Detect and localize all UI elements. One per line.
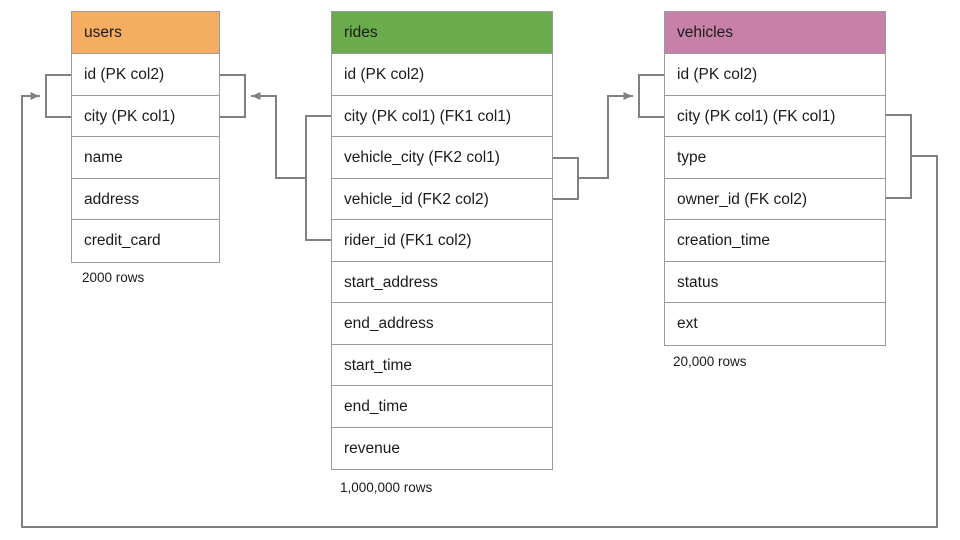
- table-vehicles-column-type[interactable]: type: [665, 137, 885, 179]
- edge-users-left-bracket: [45, 74, 72, 118]
- edge-rides-fk2-bracket: [552, 157, 579, 200]
- table-users-column-credit-card[interactable]: credit_card: [72, 220, 219, 262]
- table-users-column-id[interactable]: id (PK col2): [72, 54, 219, 96]
- edge-rides-to-vehicles: [577, 92, 633, 179]
- table-rides-column-end-time[interactable]: end_time: [332, 386, 552, 428]
- table-users-column-city[interactable]: city (PK col1): [72, 95, 219, 137]
- table-vehicles-column-id[interactable]: id (PK col2): [665, 54, 885, 96]
- table-users-title: users: [72, 12, 219, 54]
- edge-users-right-bracket: [219, 74, 246, 118]
- table-users-column-name[interactable]: name: [72, 137, 219, 179]
- table-vehicles-column-owner-id[interactable]: owner_id (FK col2): [665, 178, 885, 220]
- table-rides-row-count: 1,000,000 rows: [340, 480, 433, 495]
- table-vehicles-title: vehicles: [665, 12, 885, 54]
- table-rides-title: rides: [332, 12, 552, 54]
- table-users[interactable]: users id (PK col2) city (PK col1) name a…: [71, 11, 220, 263]
- table-users-row-count: 2000 rows: [82, 270, 145, 285]
- edge-rides-fk1-bracket: [305, 115, 332, 241]
- table-vehicles-column-creation-time[interactable]: creation_time: [665, 220, 885, 262]
- table-vehicles-row-count: 20,000 rows: [673, 354, 747, 369]
- table-rides-column-start-time[interactable]: start_time: [332, 344, 552, 386]
- edge-vehicles-right-bracket: [885, 114, 912, 199]
- table-vehicles-column-status[interactable]: status: [665, 261, 885, 303]
- table-rides[interactable]: rides id (PK col2) city (PK col1) (FK1 c…: [331, 11, 553, 470]
- edge-rides-to-users: [251, 92, 307, 179]
- table-rides-column-start-address[interactable]: start_address: [332, 261, 552, 303]
- table-rides-column-revenue[interactable]: revenue: [332, 427, 552, 469]
- edge-vehicles-left-bracket: [638, 74, 665, 118]
- table-rides-column-rider-id[interactable]: rider_id (FK1 col2): [332, 220, 552, 262]
- table-users-column-address[interactable]: address: [72, 178, 219, 220]
- table-vehicles-column-ext[interactable]: ext: [665, 303, 885, 345]
- table-vehicles-column-city[interactable]: city (PK col1) (FK col1): [665, 95, 885, 137]
- table-rides-column-city[interactable]: city (PK col1) (FK1 col1): [332, 95, 552, 137]
- table-rides-column-vehicle-city[interactable]: vehicle_city (FK2 col1): [332, 137, 552, 179]
- table-rides-column-end-address[interactable]: end_address: [332, 303, 552, 345]
- table-rides-column-vehicle-id[interactable]: vehicle_id (FK2 col2): [332, 178, 552, 220]
- table-vehicles[interactable]: vehicles id (PK col2) city (PK col1) (FK…: [664, 11, 886, 346]
- table-rides-column-id[interactable]: id (PK col2): [332, 54, 552, 96]
